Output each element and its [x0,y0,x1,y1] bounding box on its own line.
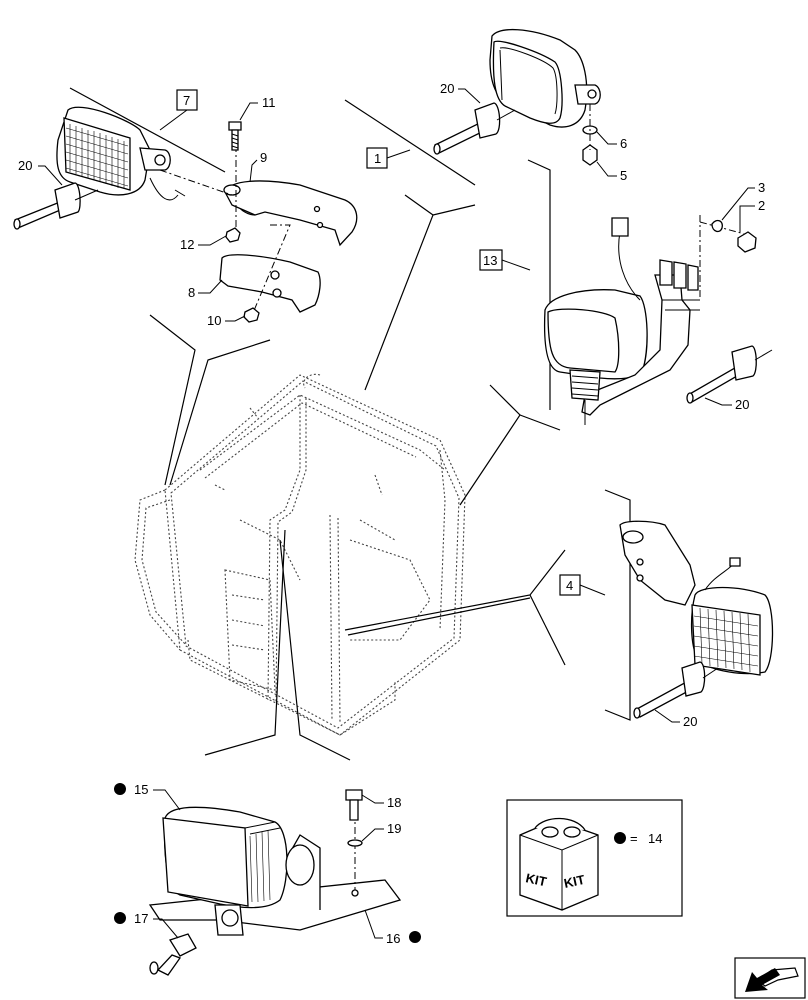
worklamp-bottom-15 [148,806,402,936]
cab-frame [134,373,466,736]
callout-18: 18 [387,795,401,810]
worklamp-top-right [489,28,601,166]
callout-20d: 20 [683,714,697,729]
callout-box-4: 4 [559,574,606,596]
lamp-lens-grid [65,124,129,189]
callout-labels: 11 9 12 8 10 20 20 6 5 3 2 20 20 15 18 1… [18,81,765,946]
callout-15: 15 [134,782,148,797]
callout-5: 5 [620,168,627,183]
stud-20-right [686,345,773,404]
svg-text:7: 7 [183,93,190,108]
callout-box-13: 13 [479,249,531,271]
kit-label-left: KIT [524,870,548,889]
stud-20-top-right [433,102,516,155]
callout-12: 12 [180,237,194,252]
bolt-11 [228,121,242,151]
callout-20b: 20 [440,81,454,96]
callout-3: 3 [758,180,765,195]
kit-box: KIT KIT = 14 [506,799,683,917]
callout-box-7: 7 [159,89,198,131]
callout-10: 10 [207,313,221,328]
nut-2 [737,231,757,253]
svg-text:4: 4 [566,578,573,593]
navigation-arrow-icon[interactable] [734,957,806,999]
connector-17 [149,933,197,976]
callout-9: 9 [260,150,267,165]
bullet-icon-16 [409,931,421,943]
svg-text:13: 13 [483,253,497,268]
stud-20-top-left [13,182,99,230]
callout-2: 2 [758,198,765,213]
center-line-8 [249,224,291,321]
worklamp-right-13 [543,215,753,425]
kit-equals: = [630,831,638,846]
lamp-lens-grid-4 [693,607,759,673]
bolt-18 [345,789,363,821]
callout-20a: 20 [18,158,32,173]
worklamp-right-4 [619,520,774,676]
callout-20c: 20 [735,397,749,412]
nut-12 [225,227,241,243]
nut-10 [243,307,260,323]
mounting-bracket-9 [223,180,358,247]
leader-lines [149,194,566,761]
bullet-icon [614,832,626,844]
callout-17: 17 [134,911,148,926]
callout-box-1: 1 [366,147,411,169]
stud-20-right-lower [633,661,719,719]
callout-16: 16 [386,931,400,946]
callout-19: 19 [387,821,401,836]
bullet-icon-15 [114,783,126,795]
kit-label-right: KIT [563,872,587,891]
washer-19 [347,839,363,847]
callout-11: 11 [262,95,276,110]
callout-14: 14 [648,831,662,846]
callout-6: 6 [620,136,627,151]
center-line-7 [159,169,233,196]
callout-8: 8 [188,285,195,300]
washer-3 [711,219,723,233]
bullet-icon-17 [114,912,126,924]
svg-text:1: 1 [374,151,381,166]
worklamp-top-left [56,106,186,201]
bracket-plate-8 [219,254,321,313]
group-brackets [69,87,631,721]
